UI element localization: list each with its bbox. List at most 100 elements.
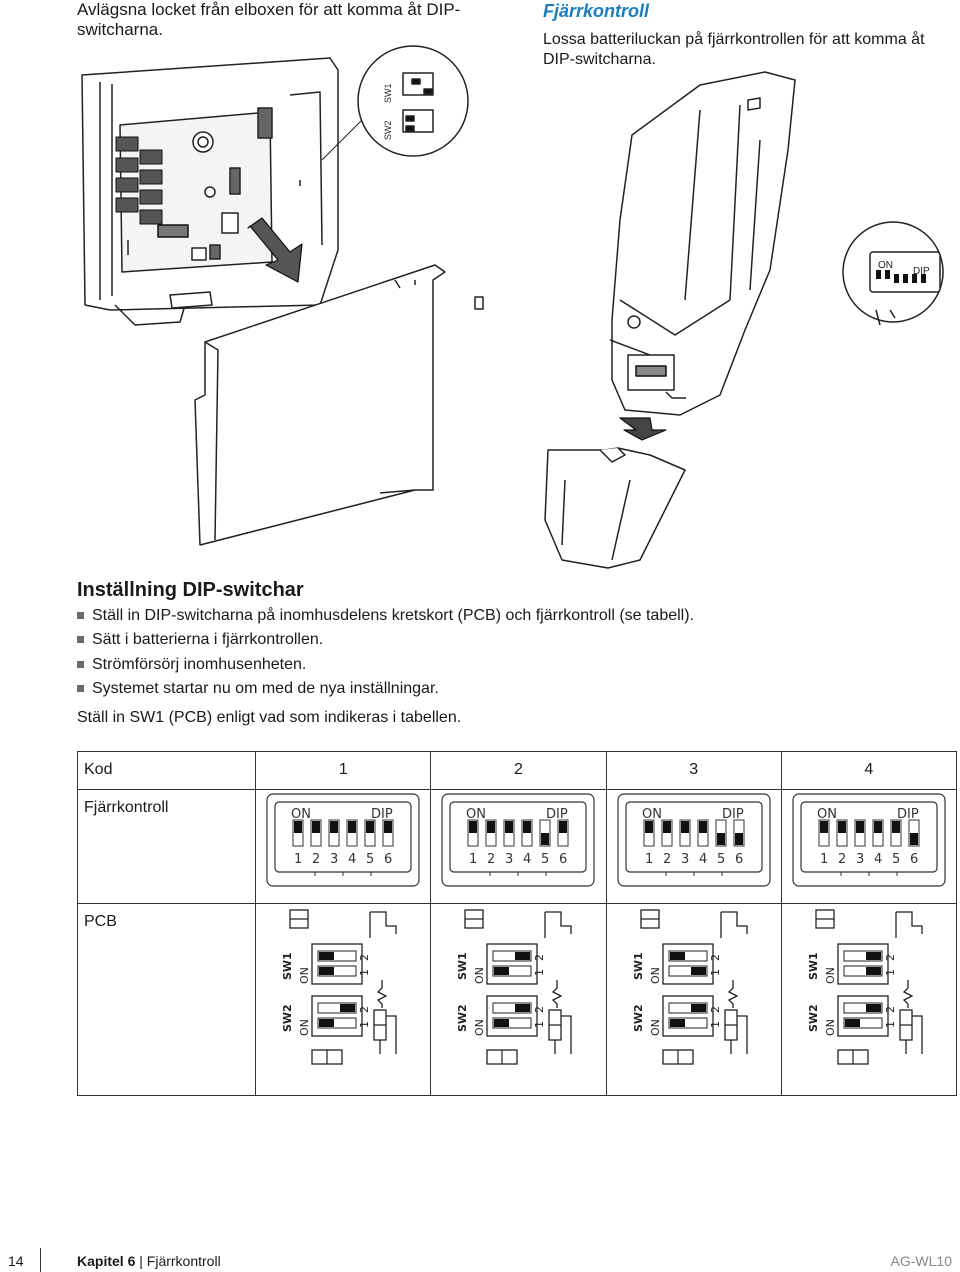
pcb-resistor (377, 980, 388, 1008)
dip-switch-knob (644, 821, 653, 833)
pcb-switch-number: 2 (884, 1006, 897, 1013)
pcb-switch-number: 2 (533, 954, 546, 961)
dip-switch-number: 4 (523, 852, 531, 867)
indoor-unit-box (81, 57, 339, 326)
pcb-switch-number: 2 (533, 1006, 546, 1013)
pcb-on-label: ON (298, 967, 311, 984)
illus-on-label: ON (878, 260, 893, 271)
pcb-switch-number: 2 (709, 1006, 722, 1013)
pcb-switch-number: 1 (709, 969, 722, 976)
pcb-switch-slot (843, 1002, 883, 1014)
pcb-sw-label: SW2 (456, 1004, 469, 1032)
pcb-switch-number: 1 (884, 1021, 897, 1028)
pcb-resistor (727, 980, 739, 1008)
code-4-header: 4 (780, 751, 958, 790)
chapter-name: Fjärrkontroll (146, 1253, 221, 1269)
instruction-list: Ställ in DIP-switcharna på inomhusdelens… (77, 604, 937, 701)
kod-header: Kod (76, 751, 257, 790)
dip-switch-knob (819, 821, 828, 833)
bullet-square-icon (77, 636, 84, 644)
page-number: 14 (8, 1253, 24, 1269)
pcb-switch-slot (492, 1002, 532, 1014)
dip-switch-knob (384, 821, 393, 833)
code-2-header: 2 (430, 751, 607, 790)
page-footer: 14 Kapitel 6 | Fjärrkontroll AG-WL10 (0, 1242, 960, 1272)
pcb-switch-knob (319, 952, 335, 960)
pcb-switch-knob (669, 952, 685, 960)
pcb-switch-knob (319, 1019, 335, 1027)
dip-switch-knob (505, 821, 514, 833)
code-1-header: 1 (255, 751, 432, 790)
list-item: Sätt i batterierna i fjärrkontrollen. (77, 628, 937, 652)
dip-switch-number: 3 (856, 852, 864, 867)
remote-instructions: Fjärrkontroll Lossa batteriluckan på fjä… (543, 0, 953, 70)
dip-switch-knob (330, 821, 339, 833)
dip-switch-knob (698, 821, 707, 833)
dip-dip-label: DIP (897, 807, 919, 822)
pcb-switch-number: 1 (533, 1021, 546, 1028)
pcb-switch-knob (865, 1004, 881, 1012)
dip-switch-number: 5 (892, 852, 900, 867)
dip-switch-number: 4 (699, 852, 707, 867)
dip-switch-knob (716, 833, 725, 845)
down-arrow (619, 417, 667, 441)
pcb-sw-label: SW1 (456, 952, 469, 980)
pcb-switch-body (311, 943, 363, 985)
bullet-square-icon (77, 612, 84, 619)
pcb-switch-knob (319, 967, 335, 975)
remote-control (609, 71, 796, 416)
dip-settings-section: Inställning DIP-switchar Ställ in DIP-sw… (77, 578, 937, 730)
installation-illustration: SW1 SW2 ON DIP (81, 45, 944, 569)
pcb-sw-label: SW1 (281, 952, 294, 980)
dip-switch-knob (294, 821, 303, 833)
pcb-switch-slot (317, 1002, 357, 1014)
dip-switch-number: 3 (330, 852, 338, 867)
dip-switch-knob (559, 821, 568, 833)
pcb-component (720, 911, 748, 934)
remote-row-label: Fjärrkontroll (76, 789, 257, 904)
intro-elbox-text: Avlägsna locket från elboxen för att kom… (77, 0, 461, 39)
dip-switch-number: 5 (541, 852, 549, 867)
pcb-on-label: ON (473, 1019, 486, 1036)
pcb-switch-slot (317, 950, 357, 962)
code-3-header: 3 (605, 751, 782, 790)
bullet-square-icon (77, 660, 84, 668)
battery-cover (544, 447, 686, 569)
pcb-switch-knob (690, 1004, 706, 1012)
table-header-row: Kod 1 2 3 4 (76, 751, 958, 790)
dip-switch-knob (873, 821, 882, 833)
list-item: Strömförsörj inomhusenheten. (77, 653, 937, 677)
pcb-on-label: ON (473, 967, 486, 984)
dip-switch-number: 3 (681, 852, 689, 867)
pcb-switch-body (486, 995, 539, 1037)
pcb-resistor (552, 980, 563, 1008)
terminal-blocks (115, 136, 163, 225)
pcb-switch-slot (492, 965, 532, 977)
pcb-switch-slot (317, 1017, 357, 1029)
dip-switch-knob (523, 821, 532, 833)
dip-switch-knob (837, 821, 846, 833)
pcb-switch-slot (492, 950, 532, 962)
dip-switch-number: 1 (820, 852, 828, 867)
pcb-on-label: ON (649, 967, 662, 984)
dip-switch-number: 4 (874, 852, 882, 867)
dip-switch-knob (891, 821, 900, 833)
pcb-switch-slot (843, 1017, 883, 1029)
pcb-sw-label: SW2 (632, 1004, 645, 1032)
dip-on-label: ON (642, 807, 662, 822)
section-heading: Inställning DIP-switchar (77, 579, 304, 601)
list-item: Ställ in DIP-switcharna på inomhusdelens… (77, 604, 937, 628)
illus-dip-label: DIP (913, 266, 930, 277)
